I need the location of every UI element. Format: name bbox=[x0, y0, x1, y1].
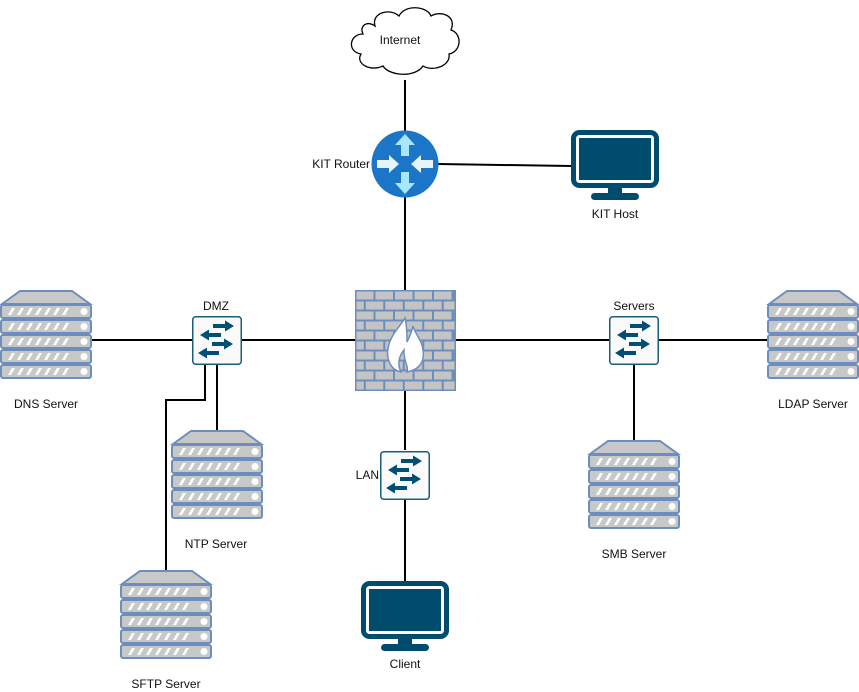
sftp-server-icon[interactable] bbox=[121, 571, 211, 658]
firewall-brick bbox=[395, 311, 413, 320]
smb-server-label: SMB Server bbox=[601, 547, 667, 561]
lan-label: LAN bbox=[355, 468, 379, 482]
client-monitor-icon[interactable] bbox=[364, 584, 447, 652]
firewall-brick bbox=[356, 301, 364, 310]
firewall-brick bbox=[414, 331, 432, 340]
firewall-brick bbox=[365, 361, 384, 370]
servers-label: Servers bbox=[613, 299, 655, 313]
edge-router-kit-host bbox=[437, 163, 572, 167]
firewall-brick bbox=[424, 321, 442, 330]
internet-label: Internet bbox=[379, 33, 421, 47]
internet-cloud-icon[interactable] bbox=[350, 7, 460, 75]
firewall-brick bbox=[356, 311, 374, 320]
kit-router-label: KIT Router bbox=[312, 157, 370, 171]
firewall-brick bbox=[424, 361, 442, 370]
lan-switch-icon[interactable] bbox=[380, 451, 430, 500]
firewall-brick bbox=[395, 371, 413, 380]
ntp-server-icon[interactable] bbox=[172, 431, 262, 518]
firewall-brick bbox=[443, 361, 455, 370]
firewall-brick bbox=[356, 321, 364, 330]
firewall-brick bbox=[356, 381, 364, 390]
firewall-brick bbox=[365, 341, 384, 350]
firewall-brick bbox=[365, 321, 384, 330]
firewall-brick bbox=[375, 351, 393, 360]
firewall-brick bbox=[443, 301, 455, 310]
firewall-brick bbox=[356, 351, 374, 360]
firewall-brick bbox=[424, 381, 442, 390]
firewall-brick bbox=[385, 321, 403, 330]
firewall-brick bbox=[356, 361, 364, 370]
kit-host-monitor-icon[interactable] bbox=[574, 133, 657, 201]
firewall-brick bbox=[375, 371, 393, 380]
firewall-brick bbox=[385, 381, 403, 390]
firewall-brick bbox=[414, 291, 432, 300]
firewall-brick bbox=[434, 331, 452, 340]
firewall-brick bbox=[434, 311, 452, 320]
connections bbox=[91, 80, 769, 582]
firewall-icon[interactable] bbox=[355, 290, 456, 391]
firewall-brick bbox=[375, 331, 393, 340]
firewall-brick bbox=[375, 311, 393, 320]
kit-host-label: KIT Host bbox=[591, 207, 639, 221]
firewall-brick bbox=[356, 331, 374, 340]
firewall-brick bbox=[434, 291, 452, 300]
firewall-brick bbox=[424, 301, 442, 310]
firewall-brick bbox=[404, 301, 423, 310]
firewall-brick bbox=[424, 341, 442, 350]
client-label: Client bbox=[389, 657, 421, 671]
firewall-brick bbox=[443, 321, 455, 330]
servers-switch-icon[interactable] bbox=[609, 316, 659, 365]
dmz-switch-icon[interactable] bbox=[192, 316, 242, 365]
firewall-brick bbox=[404, 321, 423, 330]
firewall-brick bbox=[434, 351, 452, 360]
firewall-brick bbox=[356, 341, 364, 350]
firewall-brick bbox=[414, 311, 432, 320]
router-icon[interactable] bbox=[371, 130, 439, 198]
dmz-label: DMZ bbox=[203, 299, 229, 313]
firewall-brick bbox=[365, 301, 384, 310]
dns-server-icon[interactable] bbox=[1, 291, 91, 378]
firewall-brick bbox=[385, 301, 403, 310]
firewall-brick bbox=[434, 371, 452, 380]
firewall-brick bbox=[365, 381, 384, 390]
firewall-brick bbox=[443, 341, 455, 350]
ntp-server-label: NTP Server bbox=[184, 537, 248, 551]
ldap-server-icon[interactable] bbox=[768, 291, 858, 378]
firewall-brick bbox=[356, 291, 374, 300]
firewall-brick bbox=[414, 371, 432, 380]
firewall-brick bbox=[375, 291, 393, 300]
sftp-server-label: SFTP Server bbox=[131, 677, 201, 691]
edge-dmz-sftp bbox=[165, 365, 206, 571]
firewall-brick bbox=[404, 381, 423, 390]
smb-server-icon[interactable] bbox=[589, 441, 679, 528]
ldap-server-label: LDAP Server bbox=[778, 397, 848, 411]
firewall-brick bbox=[443, 381, 455, 390]
firewall-brick bbox=[356, 371, 374, 380]
dns-server-label: DNS Server bbox=[13, 397, 79, 411]
firewall-brick bbox=[395, 291, 413, 300]
